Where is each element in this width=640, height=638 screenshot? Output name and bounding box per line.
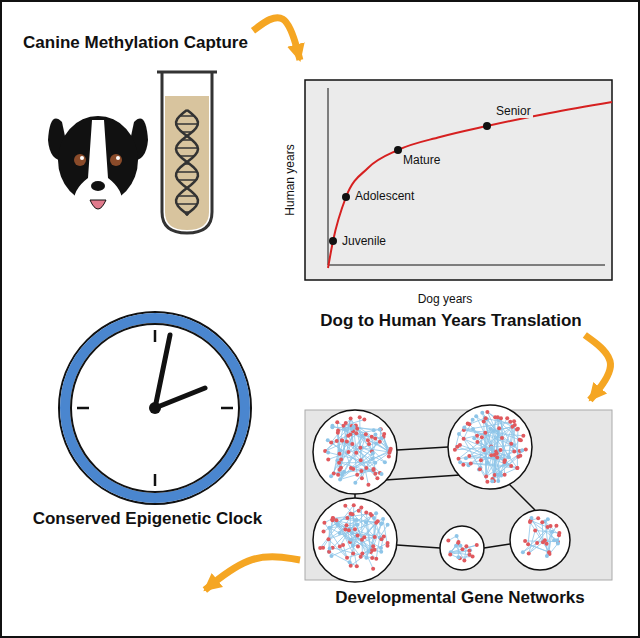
stage-label: Mature — [401, 153, 442, 167]
age-chart — [305, 80, 612, 280]
flow-arrow — [253, 18, 300, 60]
flow-arrow — [585, 335, 611, 400]
gene-network — [305, 405, 612, 582]
clock-illustration — [59, 312, 251, 504]
stage-label: Juvenile — [340, 234, 388, 248]
panel-node: Developmental Gene Networks — [300, 400, 620, 615]
stage-label: Senior — [494, 104, 533, 118]
panel-node: Canine Methylation Capture — [18, 22, 253, 242]
test-tube — [157, 72, 217, 233]
dog-illustration — [48, 116, 148, 210]
panel-heading: Dog to Human Years Translation — [282, 310, 620, 331]
stage-label: Adolescent — [353, 189, 416, 203]
panel-node: Conserved Epigenetic Clock — [20, 300, 275, 590]
axis-label: Dog years — [416, 292, 475, 306]
flow-arrow — [205, 557, 300, 590]
axis-label: Human years — [283, 142, 297, 217]
panel-heading: Conserved Epigenetic Clock — [20, 508, 275, 529]
panel-heading: Canine Methylation Capture — [18, 32, 253, 53]
panel-heading: Developmental Gene Networks — [300, 587, 620, 608]
